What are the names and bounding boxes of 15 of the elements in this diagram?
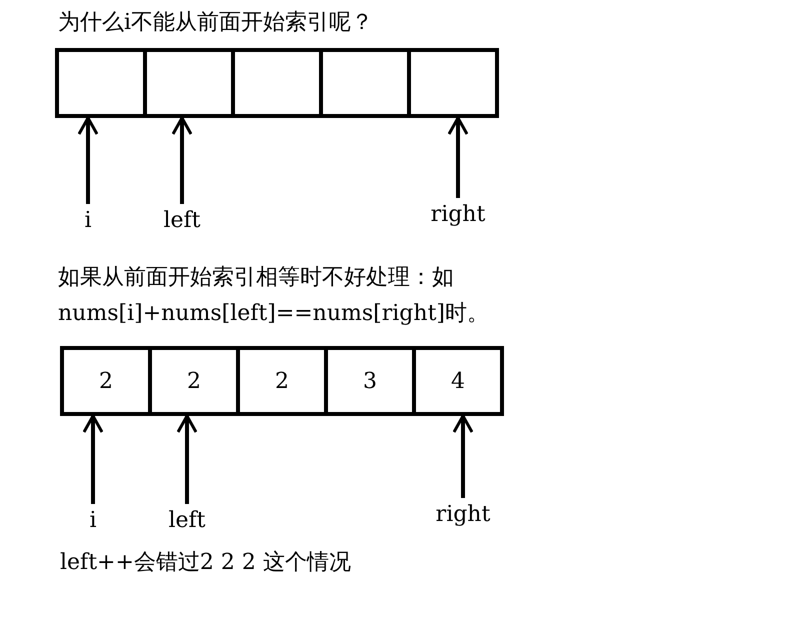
arrow bbox=[452, 414, 474, 498]
pointer-label: right bbox=[436, 502, 490, 528]
note-text: left++会错过2 2 2 这个情况 bbox=[60, 549, 351, 577]
arrow bbox=[78, 116, 98, 204]
arrow bbox=[176, 414, 198, 504]
arrow bbox=[448, 116, 468, 198]
pointer-label: i bbox=[84, 208, 92, 234]
arrow bbox=[82, 414, 104, 504]
pointer-label: left bbox=[163, 208, 201, 234]
note-text: 如果从前面开始索引相等时不好处理：如nums[i]+nums[left]==nums[right]时。 bbox=[58, 264, 490, 328]
pointer-label: left bbox=[168, 508, 206, 534]
pointer-label: i bbox=[89, 508, 97, 534]
arrow bbox=[172, 116, 192, 204]
pointer-label: right bbox=[430, 202, 486, 228]
title: 为什么i不能从前面开始索引呢？ bbox=[58, 9, 374, 37]
